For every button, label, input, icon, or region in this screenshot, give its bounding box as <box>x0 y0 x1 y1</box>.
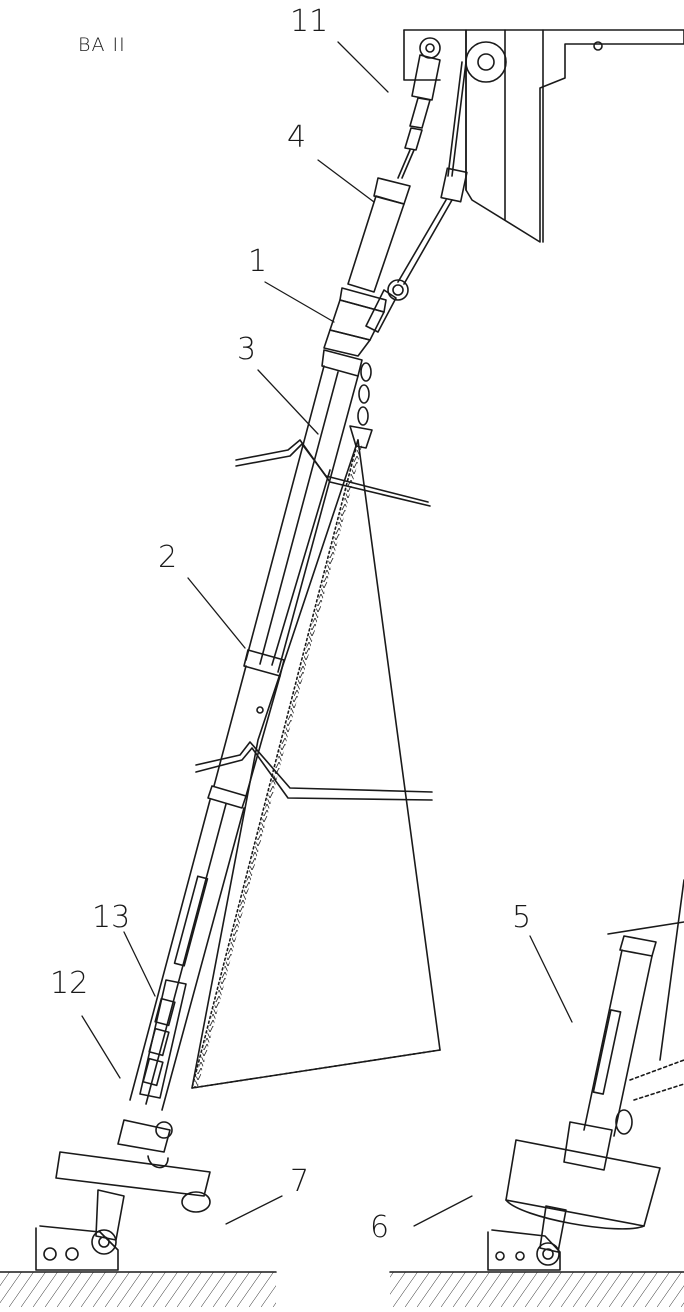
detail-view <box>487 879 684 1271</box>
callout-4: 4 <box>287 120 307 155</box>
callout-1: 1 <box>248 244 268 279</box>
callout-11: 11 <box>290 4 329 39</box>
callout-13: 13 <box>92 900 131 935</box>
callout-7: 7 <box>290 1164 310 1199</box>
mounting-bracket <box>403 29 684 243</box>
upper-tube <box>347 177 411 293</box>
callout-5: 5 <box>512 900 532 935</box>
break-lines <box>195 439 433 801</box>
leader-lines <box>81 41 573 1227</box>
drawing-title: BA II <box>78 34 126 56</box>
ground-left <box>0 1271 277 1307</box>
callout-12: 12 <box>50 966 89 1001</box>
clamp-part <box>323 287 397 357</box>
sail <box>191 439 441 1089</box>
top-turnbuckle <box>397 54 441 179</box>
chain <box>349 362 373 449</box>
ground-right <box>389 1271 684 1307</box>
ratchet-assembly <box>139 979 187 1099</box>
left-foot <box>35 1119 211 1271</box>
callout-3: 3 <box>237 332 257 367</box>
callout-6: 6 <box>370 1210 390 1245</box>
callout-2: 2 <box>158 540 178 575</box>
tension-cable <box>387 61 468 301</box>
